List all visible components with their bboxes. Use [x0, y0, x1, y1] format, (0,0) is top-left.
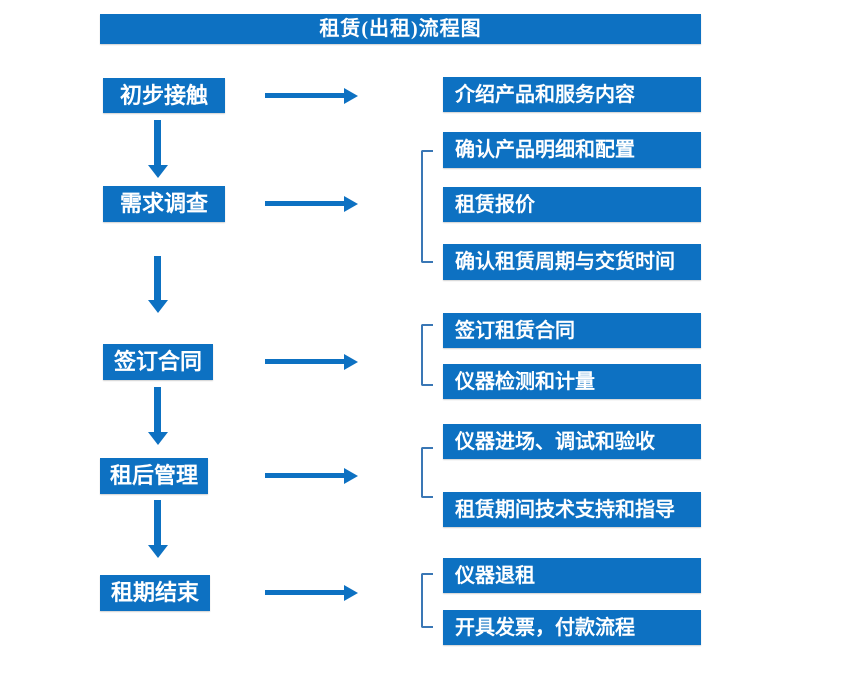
- detail-rental-tech-support: 租赁期间技术支持和指导: [443, 492, 701, 527]
- right-arrow-shaft: [265, 590, 345, 595]
- detail-introduce-products-services: 介绍产品和服务内容: [443, 77, 701, 112]
- down-arrow-head: [148, 300, 168, 313]
- right-arrow-head: [344, 354, 358, 370]
- step-initial-contact: 初步接触: [103, 78, 225, 113]
- step-rental-end: 租期结束: [100, 575, 210, 611]
- right-arrow-head: [344, 88, 358, 104]
- step-post-rental-management: 租后管理: [100, 458, 208, 494]
- right-arrow-4: [265, 468, 358, 484]
- diagram-title: 租赁(出租)流程图: [100, 14, 701, 44]
- down-arrow-2: [148, 256, 168, 313]
- detail-instrument-inspection-metering: 仪器检测和计量: [443, 364, 701, 399]
- step-demand-survey: 需求调查: [103, 186, 225, 222]
- group-bracket-demand-survey: [421, 150, 433, 263]
- detail-confirm-period-delivery: 确认租赁周期与交货时间: [443, 244, 701, 280]
- right-arrow-3: [265, 354, 358, 370]
- right-arrow-shaft: [265, 201, 345, 206]
- down-arrow-shaft: [154, 500, 161, 546]
- group-bracket-rental-end: [421, 573, 433, 628]
- down-arrow-3: [148, 387, 168, 445]
- right-arrow-2: [265, 196, 358, 212]
- right-arrow-shaft: [265, 359, 345, 364]
- down-arrow-head: [148, 432, 168, 445]
- group-bracket-sign-contract: [421, 324, 433, 386]
- right-arrow-shaft: [265, 473, 345, 478]
- right-arrow-head: [344, 196, 358, 212]
- detail-instrument-return: 仪器退租: [443, 558, 701, 593]
- right-arrow-head: [344, 468, 358, 484]
- down-arrow-shaft: [154, 387, 161, 433]
- step-sign-contract: 签订合同: [103, 344, 213, 380]
- right-arrow-1: [265, 88, 358, 104]
- group-bracket-post-rental: [421, 447, 433, 498]
- right-arrow-head: [344, 585, 358, 601]
- down-arrow-1: [148, 120, 168, 178]
- down-arrow-shaft: [154, 120, 161, 166]
- down-arrow-head: [148, 165, 168, 178]
- detail-confirm-product-config: 确认产品明细和配置: [443, 132, 701, 168]
- right-arrow-shaft: [265, 93, 345, 98]
- detail-rental-quote: 租赁报价: [443, 187, 701, 222]
- down-arrow-shaft: [154, 256, 161, 301]
- down-arrow-head: [148, 545, 168, 558]
- detail-sign-rental-contract: 签订租赁合同: [443, 313, 701, 348]
- detail-instrument-setup-acceptance: 仪器进场、调试和验收: [443, 424, 701, 459]
- right-arrow-5: [265, 585, 358, 601]
- detail-invoice-payment: 开具发票，付款流程: [443, 610, 701, 645]
- down-arrow-4: [148, 500, 168, 558]
